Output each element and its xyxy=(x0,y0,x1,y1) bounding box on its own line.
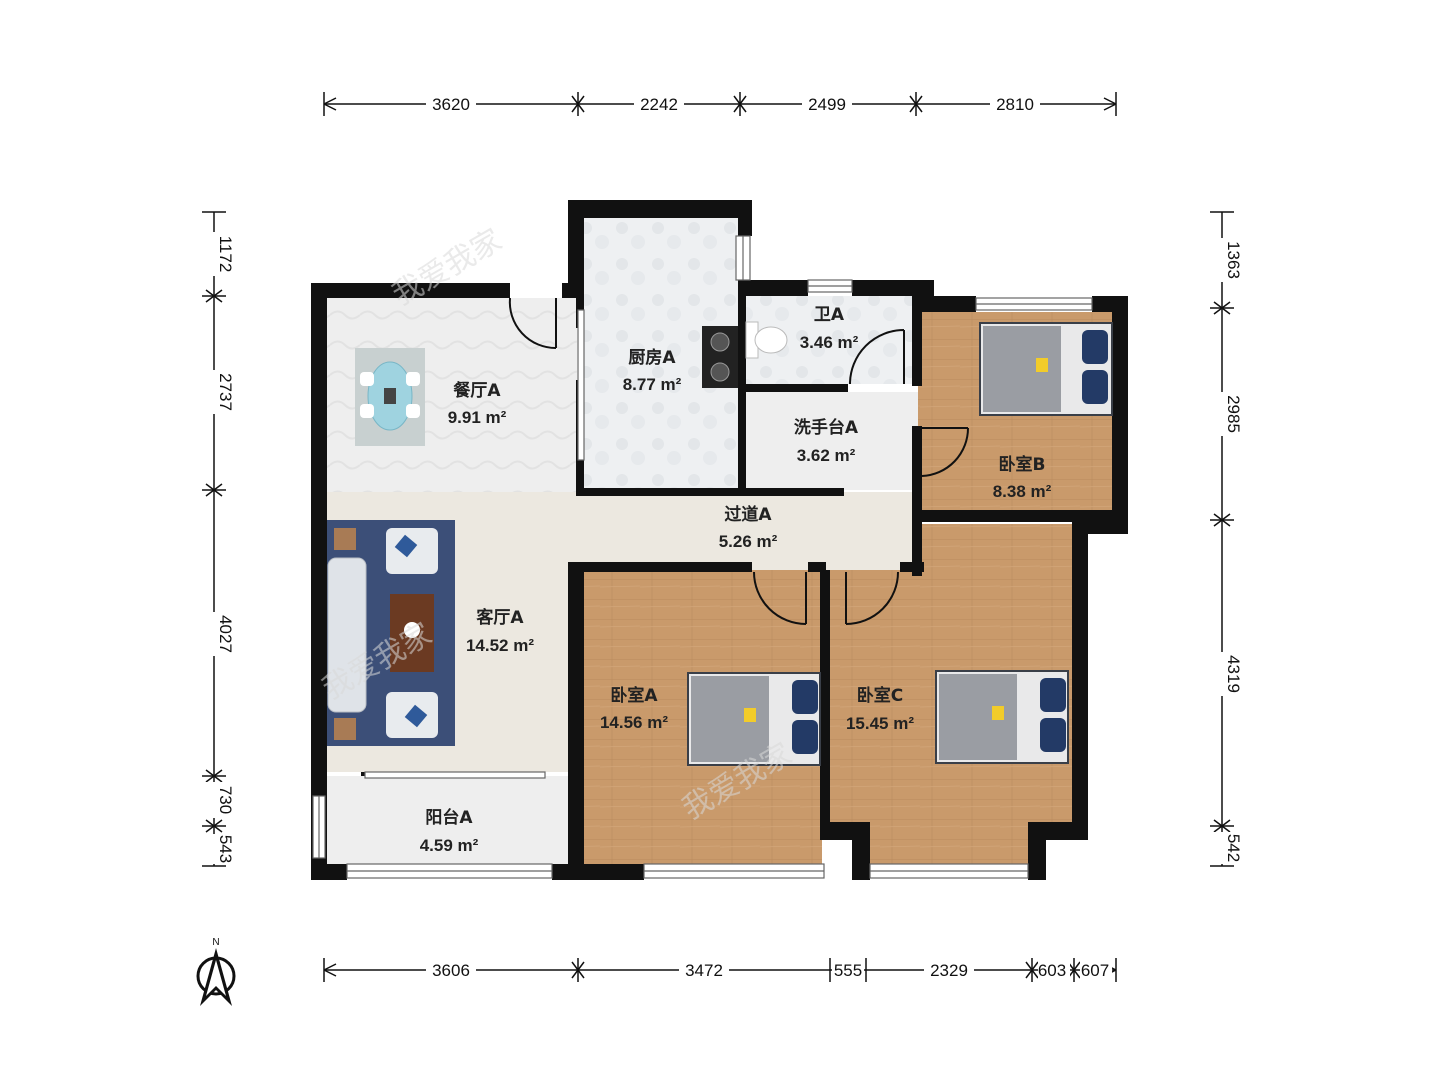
dim-bottom-6: 607 xyxy=(1081,961,1109,980)
hallway-area: 5.26 m² xyxy=(719,532,778,551)
dim-bottom-5: 603 xyxy=(1038,961,1066,980)
windows xyxy=(312,235,1093,879)
dim-left-3: 4027 xyxy=(216,615,235,653)
bed-a xyxy=(687,672,821,766)
bath-name: 卫A xyxy=(814,305,845,325)
stove xyxy=(702,326,738,388)
dining-area: 9.91 m² xyxy=(448,408,507,427)
dim-bottom-1: 3606 xyxy=(432,961,470,980)
living-room-set xyxy=(327,520,455,746)
dim-left-1: 1172 xyxy=(216,236,235,273)
north-arrow-icon: N xyxy=(196,937,236,1006)
bedroom-b-name: 卧室B xyxy=(999,454,1046,475)
dim-right-1: 1363 xyxy=(1224,241,1243,279)
washbasin-floor xyxy=(744,392,918,490)
dim-left-4: 730 xyxy=(216,786,235,814)
bedroom-c-name: 卧室C xyxy=(857,685,903,706)
dim-top-2: 2242 xyxy=(640,95,678,114)
bedroom-b-door xyxy=(921,427,970,477)
compass-label: N xyxy=(212,937,219,948)
dim-right-3: 4319 xyxy=(1224,655,1243,693)
bed-c xyxy=(935,670,1069,764)
kitchen-name: 厨房A xyxy=(628,347,676,368)
bedroom-a-area: 14.56 m² xyxy=(600,713,668,732)
dim-right-4: 542 xyxy=(1224,834,1243,862)
toilet xyxy=(745,321,788,359)
bedroom-c-area: 15.45 m² xyxy=(846,714,914,733)
bed-b xyxy=(979,322,1113,416)
dim-left-5: 543 xyxy=(216,835,235,863)
dimension-labels-left: 1172 2737 4027 730 543 xyxy=(204,232,235,864)
bedroom-c-door xyxy=(845,571,899,625)
dimension-labels-top: 3620 2242 2499 2810 xyxy=(426,94,1040,114)
dim-bottom-2: 3472 xyxy=(685,961,723,980)
bedroom-a-door xyxy=(753,571,807,625)
bath-door xyxy=(849,329,905,385)
dining-name: 餐厅A xyxy=(453,380,501,401)
bedroom-a-name: 卧室A xyxy=(610,685,658,706)
doors xyxy=(508,297,970,625)
balcony-area: 4.59 m² xyxy=(420,836,479,855)
bedroom-b-area: 8.38 m² xyxy=(993,482,1052,501)
furniture xyxy=(327,321,1113,766)
dining-table xyxy=(355,348,425,446)
living-area: 14.52 m² xyxy=(466,636,534,655)
balcony-floor xyxy=(327,776,577,866)
balcony-name: 阳台A xyxy=(425,807,473,828)
dim-right-2: 2985 xyxy=(1224,395,1243,433)
bath-area: 3.46 m² xyxy=(800,333,859,352)
dim-top-3: 2499 xyxy=(808,95,846,114)
room-labels: 餐厅A 9.91 m² 厨房A 8.77 m² 卫A 3.46 m² 洗手台A … xyxy=(420,305,1052,855)
washbasin-area: 3.62 m² xyxy=(797,446,856,465)
hallway-name: 过道A xyxy=(724,504,772,525)
dimension-labels-bottom: 3606 3472 555 2329 603 607 xyxy=(426,960,1112,980)
dim-top-4: 2810 xyxy=(996,95,1034,114)
living-name: 客厅A xyxy=(475,607,524,628)
dim-bottom-3: 555 xyxy=(834,961,862,980)
dining-door xyxy=(508,297,557,350)
dim-left-2: 2737 xyxy=(216,373,235,411)
kitchen-area: 8.77 m² xyxy=(623,375,682,394)
washbasin-name: 洗手台A xyxy=(794,417,859,438)
dimension-labels-right: 1363 2985 4319 542 xyxy=(1212,238,1243,864)
dim-top-1: 3620 xyxy=(432,95,470,114)
dim-bottom-4: 2329 xyxy=(930,961,968,980)
